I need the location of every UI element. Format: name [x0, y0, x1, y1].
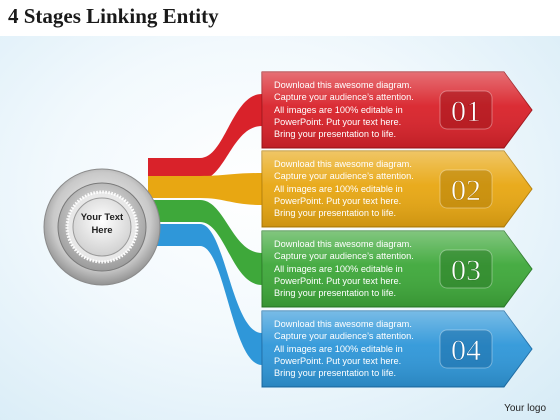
stage-text-4: Download this awesome diagram. Capture yo… — [274, 318, 440, 379]
stage-text-line: PowerPoint. Put your text here. — [274, 355, 402, 366]
stage-text-line: Bring your presentation to life. — [274, 129, 397, 140]
hub-core — [72, 197, 132, 257]
page-title: 4 Stages Linking Entity — [8, 4, 219, 28]
connector-4 — [148, 224, 262, 365]
stage-text-line: Download this awesome diagram. — [274, 159, 412, 169]
connector-3 — [148, 200, 262, 285]
stage-text-line: All images are 100% editable in — [274, 104, 403, 115]
stage-text-line: PowerPoint. Put your text here. — [274, 195, 402, 206]
stage-text-line: Download this awesome diagram. — [274, 80, 412, 90]
stage-text-line: Capture your audience’s attention. — [274, 331, 414, 342]
stage-text-line: All images are 100% editable in — [274, 343, 403, 354]
stage-text-line: All images are 100% editable in — [274, 263, 403, 274]
linking-diagram: 01 02 03 04 — [43, 71, 533, 388]
center-label: Your Text Here — [72, 211, 132, 237]
stage-number-2: 02 — [451, 174, 481, 207]
stage-number-badge-3 — [439, 249, 493, 289]
stage-text-line: Bring your presentation to life. — [274, 208, 397, 219]
stage-text-line: Capture your audience’s attention. — [274, 251, 414, 262]
logo-text: Your logo — [504, 403, 546, 414]
connector-1 — [148, 94, 262, 180]
stage-number-1: 01 — [451, 95, 481, 128]
center-label-line2: Here — [91, 225, 113, 236]
stage-number-badge-1 — [439, 90, 493, 130]
stage-text-line: Download this awesome diagram. — [274, 239, 412, 249]
stage-number-badge-4 — [439, 329, 493, 369]
connector-2 — [148, 173, 262, 205]
stage-number-3: 03 — [451, 254, 481, 287]
stage-text-line: Capture your audience’s attention. — [274, 171, 414, 182]
stage-number-badge-2 — [439, 169, 493, 209]
stage-text-line: PowerPoint. Put your text here. — [274, 275, 402, 286]
stage-number-4: 04 — [451, 334, 481, 367]
center-label-line1: Your Text — [80, 212, 124, 223]
stage-text-1: Download this awesome diagram. Capture yo… — [274, 79, 440, 140]
stage-text-line: Bring your presentation to life. — [274, 288, 397, 299]
stage-text-line: PowerPoint. Put your text here. — [274, 116, 402, 127]
stage-text-line: Bring your presentation to life. — [274, 368, 397, 379]
stage-text-line: All images are 100% editable in — [274, 183, 403, 194]
stage-text-2: Download this awesome diagram. Capture yo… — [274, 158, 440, 219]
stage-text-3: Download this awesome diagram. Capture yo… — [274, 238, 440, 299]
stage-text-line: Capture your audience’s attention. — [274, 92, 414, 103]
stage-text-line: Download this awesome diagram. — [274, 319, 412, 329]
